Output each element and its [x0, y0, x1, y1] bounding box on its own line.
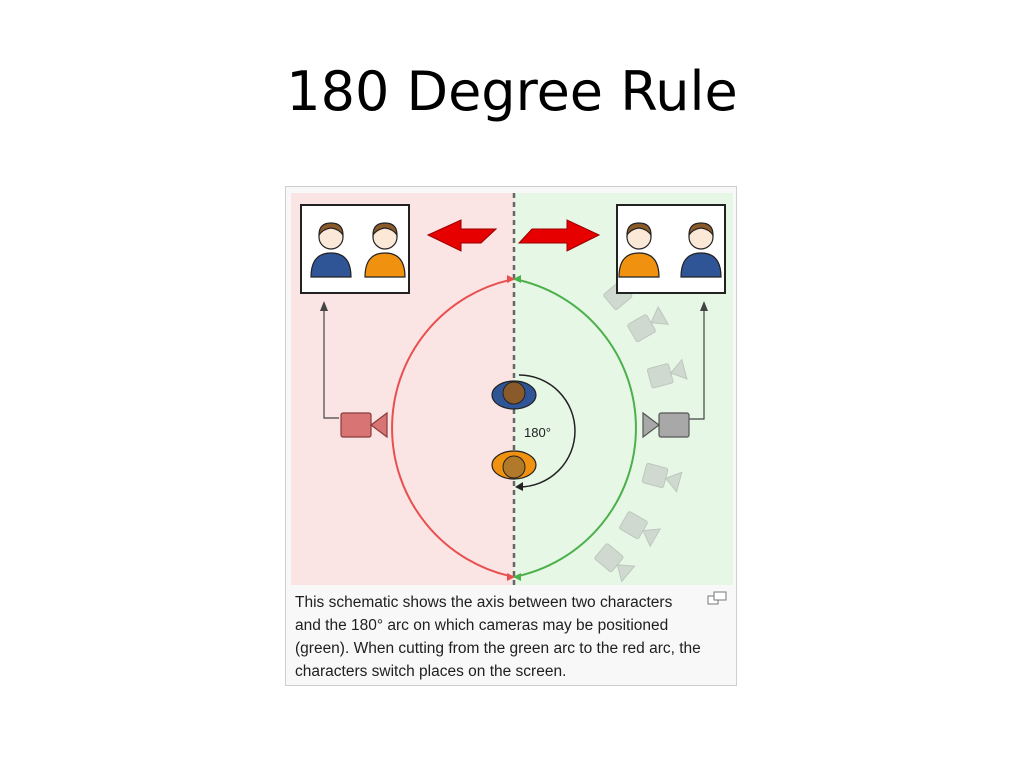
camera-icon	[340, 411, 388, 439]
caption-line: This schematic shows the axis between tw…	[295, 594, 673, 611]
character-blue	[491, 380, 537, 410]
caption-line: (green). When cutting from the green arc…	[295, 640, 701, 657]
caption-line: characters switch places on the screen.	[295, 663, 567, 680]
right-camera-line	[689, 305, 705, 420]
figure-caption: This schematic shows the axis between tw…	[295, 591, 731, 683]
enlarge-icon[interactable]	[707, 591, 727, 605]
diagram: 180°	[291, 193, 733, 585]
right-frame	[616, 204, 726, 294]
angle-arc	[518, 374, 576, 488]
left-camera-line	[323, 305, 339, 419]
slide-title: 180 Degree Rule	[286, 60, 738, 123]
red-arc	[391, 278, 515, 578]
figure: 180° This schematic shows the axis betwe…	[285, 186, 737, 686]
left-frame	[300, 204, 410, 294]
character-orange	[491, 450, 537, 480]
caption-line: and the 180° arc on which cameras may be…	[295, 617, 669, 634]
double-arrow-icon	[426, 219, 601, 252]
angle-label: 180°	[524, 425, 551, 440]
camera-icon	[642, 411, 690, 439]
green-arc	[513, 278, 637, 578]
